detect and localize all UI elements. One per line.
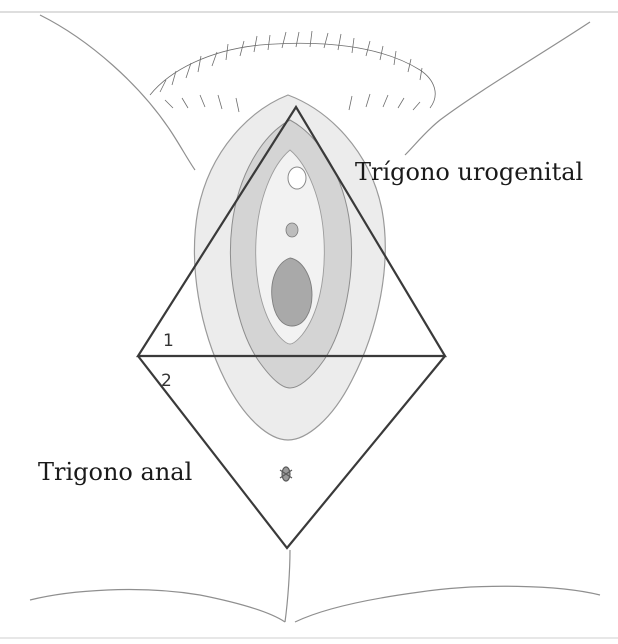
label-number-2: 2 bbox=[161, 371, 172, 391]
urethral-opening bbox=[286, 223, 298, 237]
anus bbox=[280, 467, 292, 481]
clitoris bbox=[288, 167, 306, 189]
label-number-1: 1 bbox=[163, 331, 174, 351]
label-anal-triangle: Trigono anal bbox=[38, 458, 192, 486]
label-urogenital-triangle: Trígono urogenital bbox=[355, 158, 583, 186]
